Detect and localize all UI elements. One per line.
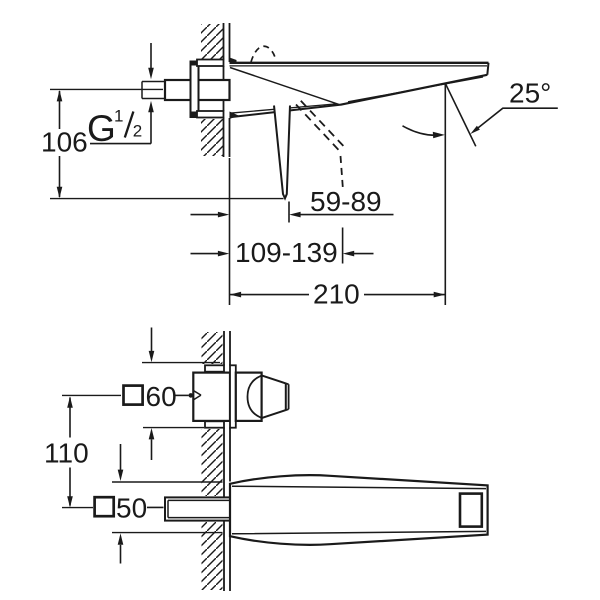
dim-60-label: 60 (146, 381, 177, 412)
mounting-tab-top (196, 58, 225, 67)
body-pointer-arrows (90, 43, 154, 145)
dim-50-label: 50 (116, 492, 147, 523)
dim-110-label: 110 (44, 438, 89, 469)
label-square-50: 50 (93, 492, 164, 523)
lever-swing-range (250, 45, 347, 191)
lever-open-position-edge2 (300, 100, 347, 150)
dim-106-label: 106 (41, 127, 88, 158)
angle-label: 25° (509, 78, 551, 109)
thread-letter: G (87, 108, 116, 149)
concealed-spout-pipe (164, 496, 231, 522)
lever-open-position-tip (339, 155, 344, 191)
handle-extent-arrows (142, 327, 220, 460)
dimension-109-139: 109-139 (190, 227, 374, 268)
square-symbol-60 (122, 384, 144, 406)
thread-denominator: 2 (133, 122, 142, 141)
dim-59-89-label: 59-89 (310, 186, 382, 217)
plan-view: 60 50 110 (44, 327, 489, 591)
handle-dome-curve (246, 374, 262, 419)
dimension-59-89: 59-89 (190, 186, 394, 223)
angle-annotation: 25° (402, 78, 558, 305)
flange-tab-bottom (204, 420, 225, 429)
spout-plan (228, 474, 489, 546)
label-square-60: 60 (122, 381, 202, 412)
dimension-110: 110 (44, 394, 121, 509)
dim-109-139-label: 109-139 (235, 237, 338, 268)
mounting-tab-bottom (196, 110, 225, 119)
thread-numerator: 1 (114, 107, 123, 126)
flange-tab-top (204, 364, 225, 373)
square-symbol-50 (93, 495, 116, 518)
lever-open-position-edge1 (295, 103, 342, 154)
wall-section-plan (201, 331, 231, 591)
handle-base (234, 371, 263, 423)
valve-handle-assembly (192, 364, 290, 429)
wall-section (201, 23, 231, 157)
lever-handle-down (273, 105, 291, 201)
side-view: 25° G 1 2 106 (41, 23, 558, 310)
dimension-210: 210 (229, 279, 446, 310)
fraction-slash (123, 111, 135, 138)
spout-extent-arrows (112, 444, 223, 564)
dim-210-label: 210 (313, 279, 360, 310)
handle-end-cap (285, 382, 290, 411)
concealed-mixer-body (141, 58, 231, 119)
thread-size-label: G 1 2 (87, 107, 142, 150)
dimension-106: 106 (41, 88, 284, 200)
handle-cone (261, 374, 287, 420)
spout-outlet-window (458, 492, 484, 528)
lever-up-position (250, 45, 277, 63)
